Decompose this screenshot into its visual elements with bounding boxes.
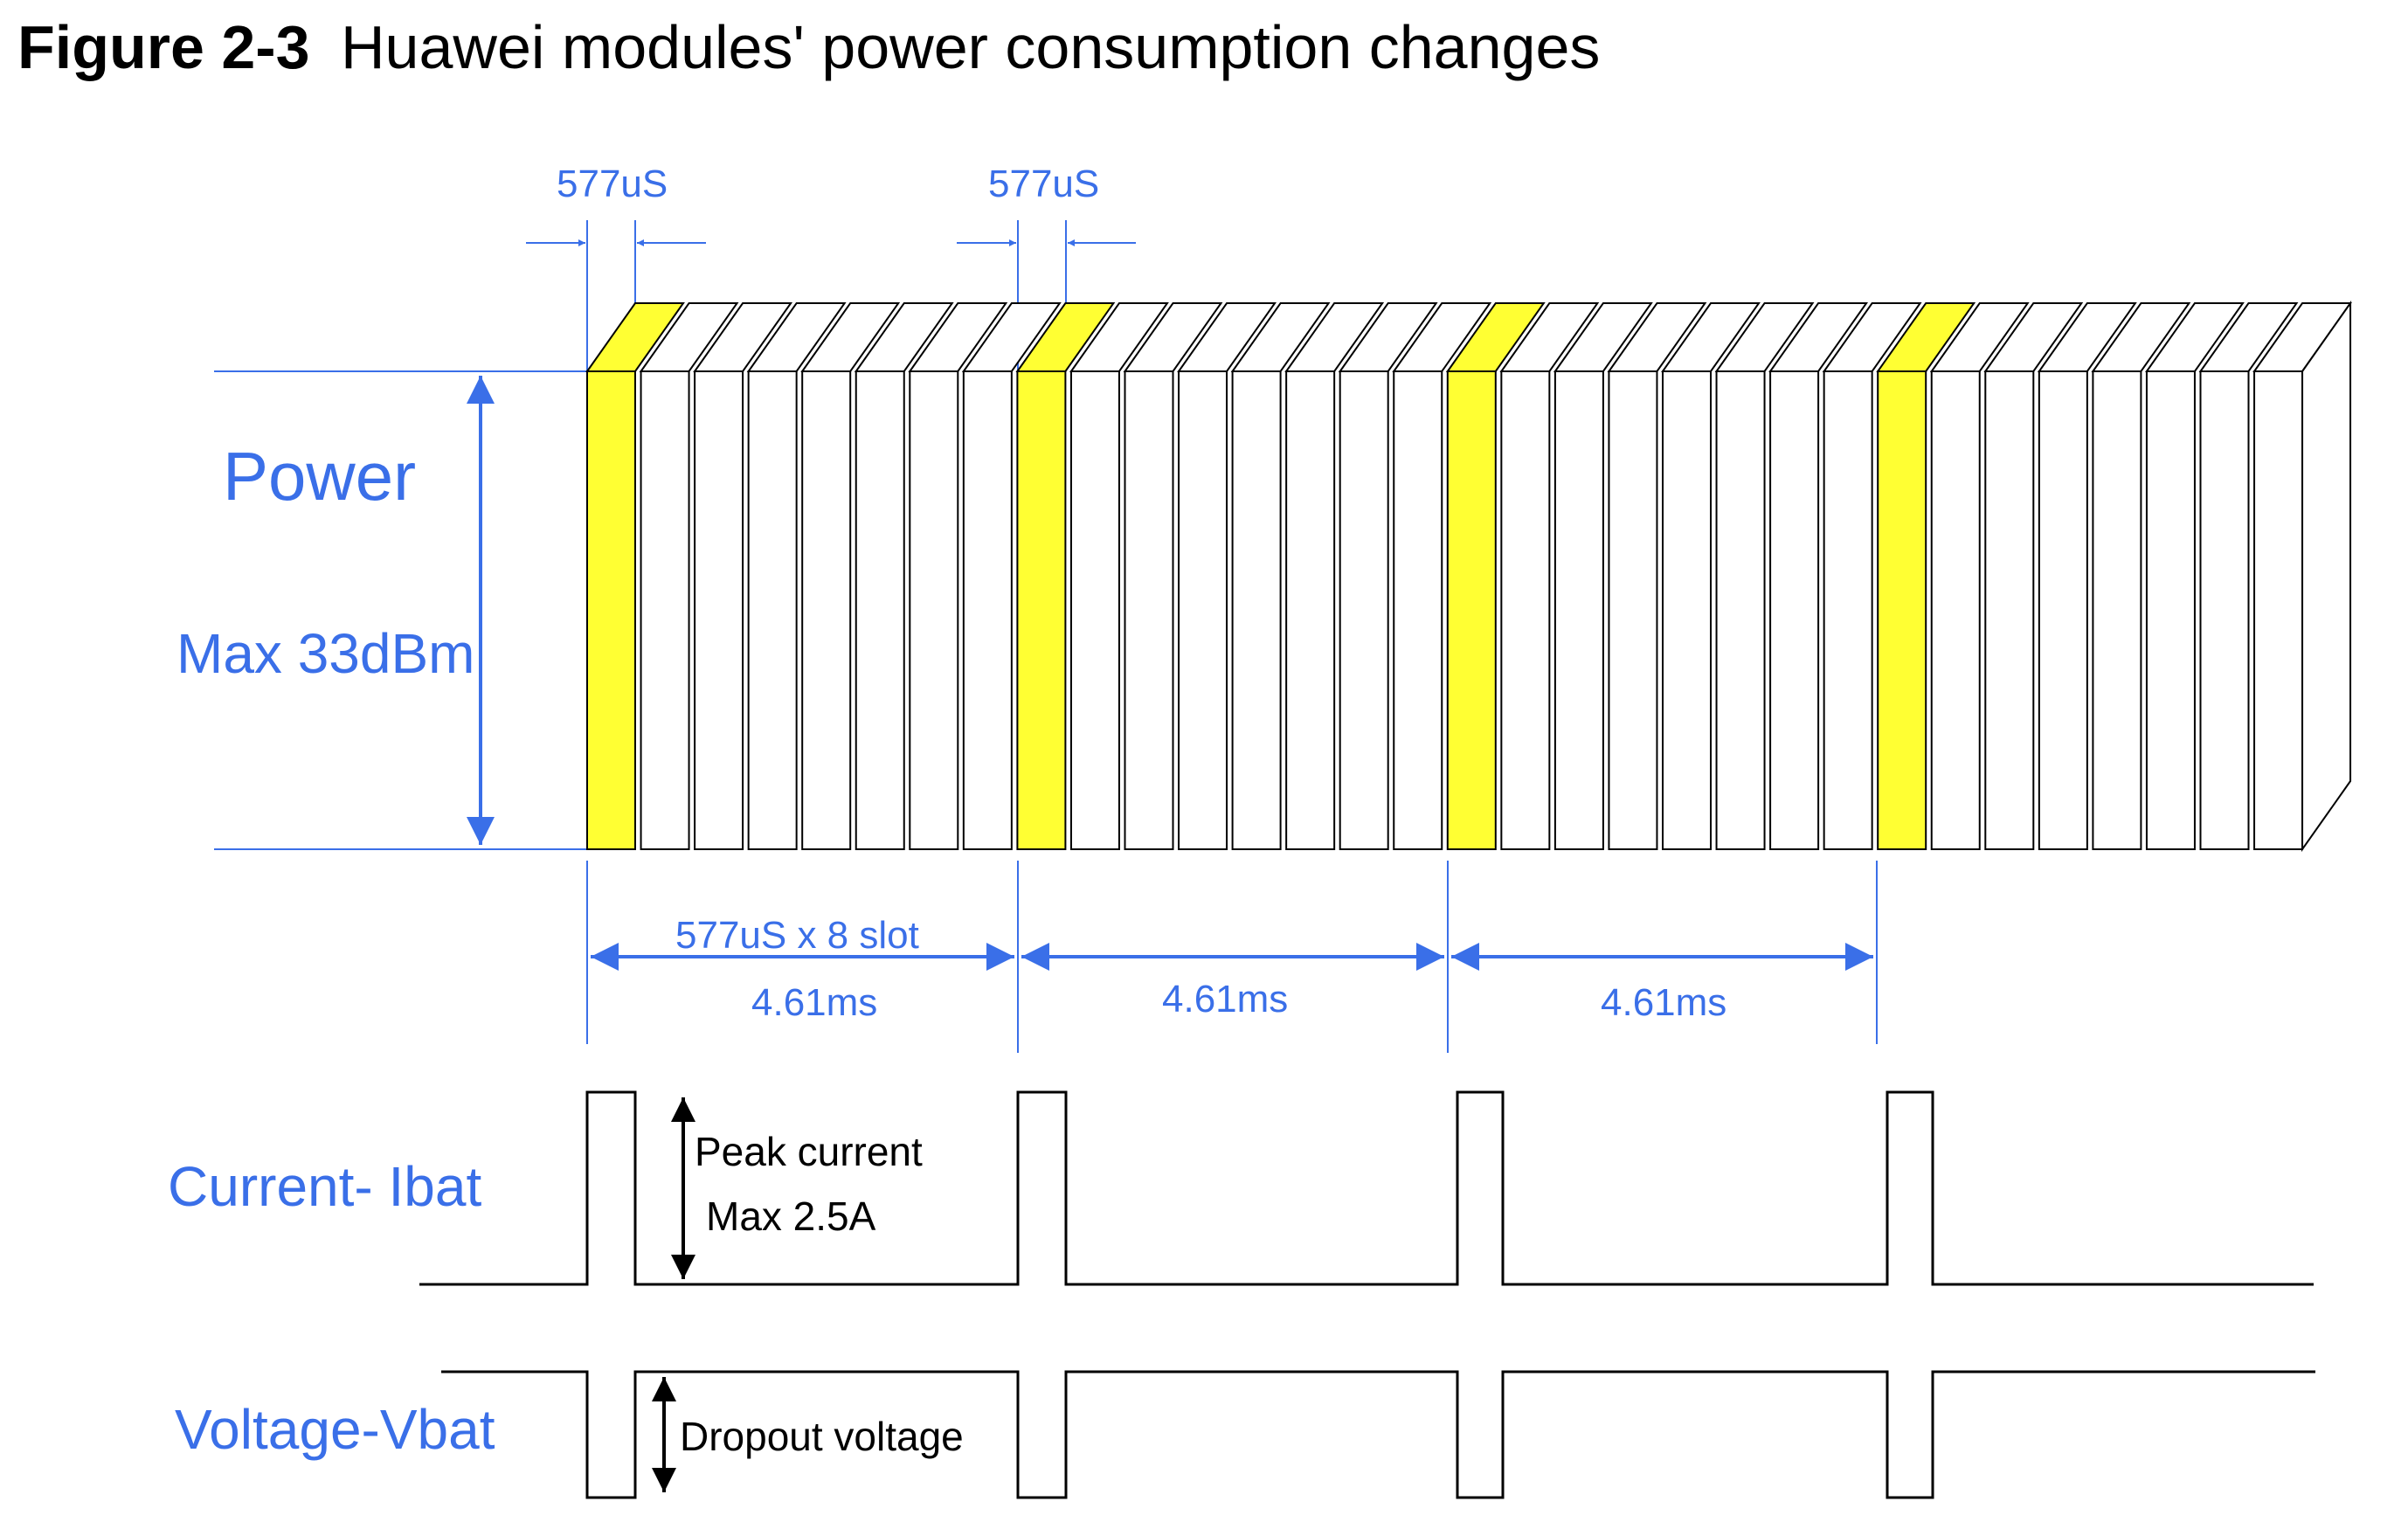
timeslot — [1714, 302, 1815, 850]
timeslot — [908, 302, 1008, 850]
timeslot — [1983, 302, 2084, 850]
dropout-voltage-label: Dropout voltage — [680, 1414, 964, 1459]
current-label: Current- Ibat — [168, 1155, 481, 1218]
timeslot — [2252, 300, 2352, 853]
slot-width-label-1: 577uS — [557, 163, 668, 205]
timeslot — [961, 302, 1062, 850]
timeslot — [800, 302, 901, 850]
timeslot-group — [585, 300, 2352, 853]
timeslot — [1553, 302, 1653, 850]
timeslot — [1768, 302, 1869, 850]
max-power-label: Max 33dBm — [176, 622, 474, 685]
max-current-label: Max 2.5A — [706, 1194, 876, 1239]
frame-duration-3: 4.61ms — [1601, 981, 1726, 1024]
voltage-waveform — [441, 1370, 2315, 1499]
slot-width-markers — [526, 220, 1136, 371]
active-timeslot — [1876, 302, 1976, 850]
timeslot — [1338, 302, 1438, 850]
active-timeslot — [585, 302, 685, 850]
frame-division-lines — [586, 861, 1878, 1053]
timeslot — [746, 302, 847, 850]
frame-duration-2: 4.61ms — [1162, 978, 1288, 1021]
figure-number: Figure 2-3 — [17, 13, 310, 81]
timeslot — [2145, 302, 2245, 850]
timeslot — [1392, 302, 1492, 850]
current-waveform — [419, 1090, 2314, 1286]
timeslot — [1822, 302, 1922, 850]
timeslot — [1661, 302, 1761, 850]
frame-duration-1: 4.61ms — [751, 981, 877, 1024]
active-timeslot — [1015, 302, 1116, 850]
timeslot — [639, 302, 739, 850]
timeslot — [1607, 302, 1707, 850]
timeslot — [1123, 302, 1223, 850]
frame-slots-label: 577uS x 8 slot — [675, 914, 919, 957]
active-timeslot — [1445, 302, 1546, 850]
timeslot — [2198, 302, 2299, 850]
timeslot — [2091, 302, 2191, 850]
timeslot — [1499, 302, 1600, 850]
power-label: Power — [223, 438, 416, 515]
voltage-label: Voltage-Vbat — [175, 1398, 495, 1461]
timeslot — [1069, 302, 1169, 850]
timeslot — [1177, 302, 1277, 850]
figure-title: Huawei modules' power consumption change… — [341, 13, 1600, 81]
timeslot — [1230, 302, 1331, 850]
timeslot — [1284, 302, 1385, 850]
timeslot — [1929, 302, 2030, 850]
timeslot — [2037, 302, 2137, 850]
timeslot — [854, 302, 954, 850]
timeslot — [693, 302, 793, 850]
slot-width-label-2: 577uS — [988, 163, 1099, 205]
peak-current-label: Peak current — [695, 1129, 923, 1174]
